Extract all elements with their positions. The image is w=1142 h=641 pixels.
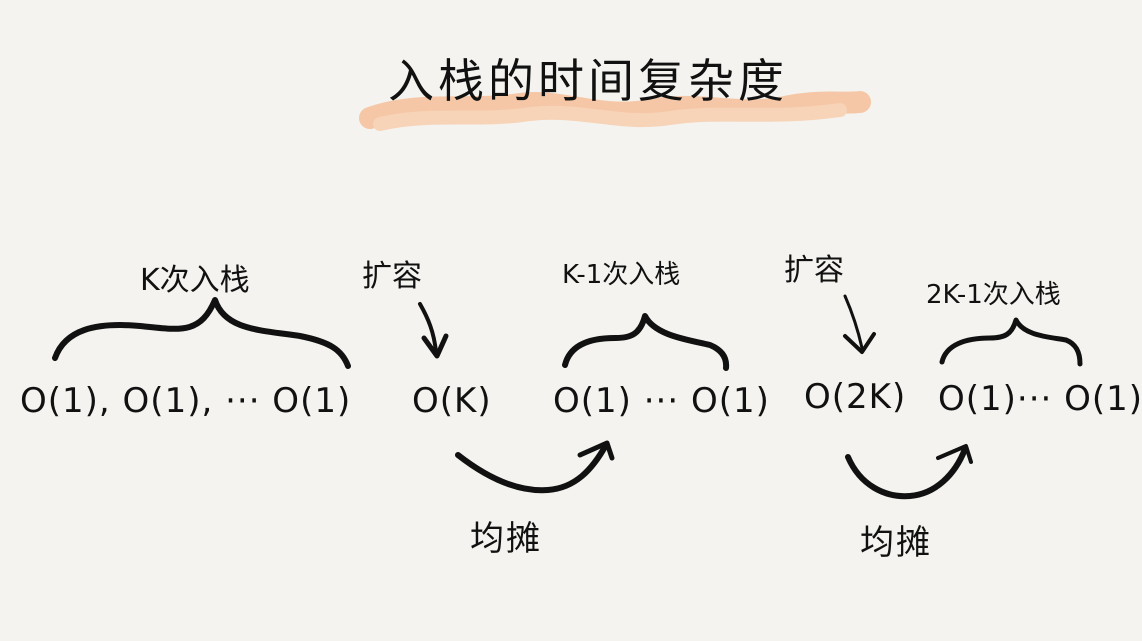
brace-k-pushes	[52, 297, 351, 369]
amortize-arrow-2	[845, 444, 973, 500]
label-expand-2: 扩容	[784, 253, 844, 288]
arrow-expand-2	[843, 294, 876, 354]
label-k-minus-1-pushes: K-1次入栈	[562, 260, 681, 290]
expr-k-pushes: O(1), O(1), ··· O(1)	[20, 381, 352, 421]
title-highlight	[359, 91, 871, 131]
label-amortize-2: 均摊	[860, 523, 932, 563]
expr-expand-1: O(K)	[412, 381, 492, 421]
amortize-arrow-1	[455, 440, 615, 494]
arrow-expand-1	[418, 302, 449, 359]
label-2k-minus-1-pushes: 2K-1次入栈	[926, 280, 1061, 310]
label-amortize-1: 均摊	[470, 519, 542, 559]
diagram-title: 入栈的时间复杂度	[388, 54, 788, 108]
label-expand-1: 扩容	[362, 259, 422, 294]
brace-2k-minus-1-pushes	[939, 317, 1083, 367]
expr-k-minus-1-pushes: O(1) ··· O(1)	[553, 381, 770, 421]
expr-expand-2: O(2K)	[804, 377, 907, 417]
brace-k-minus-1-pushes	[562, 313, 730, 371]
label-k-pushes: K次入栈	[140, 263, 250, 298]
expr-2k-minus-1-pushes: O(1)··· O(1)	[938, 379, 1142, 419]
